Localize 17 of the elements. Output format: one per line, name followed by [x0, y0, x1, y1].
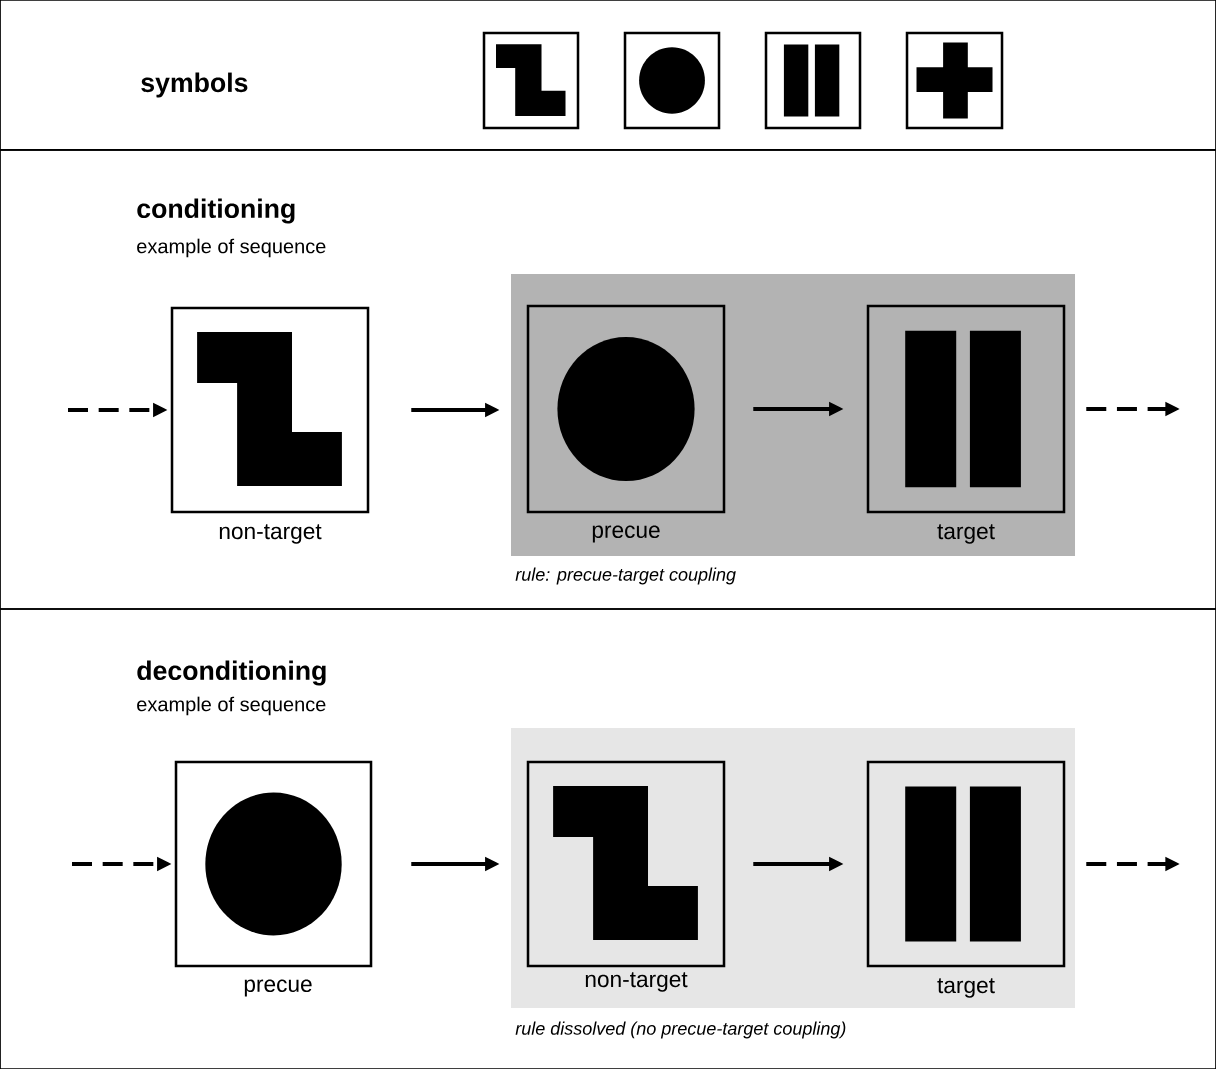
rule-note: rule: precue-target coupling [515, 567, 736, 585]
section-heading: symbols [141, 72, 248, 98]
section-heading: conditioning [137, 198, 295, 224]
symbol-box [764, 31, 862, 130]
stimulus-label: precue [592, 525, 660, 543]
symbol-box [623, 31, 721, 130]
stimulus-label: target [937, 978, 995, 998]
symbol-box [482, 31, 580, 130]
stimulus-label: target [937, 524, 995, 544]
rule-note: rule dissolved (no precue-target coupling) [515, 1021, 846, 1039]
symbol-box [905, 31, 1004, 130]
section-subtitle: example of sequence [137, 238, 326, 258]
stimulus-label: non-target [219, 524, 322, 544]
section-heading: deconditioning [137, 660, 326, 686]
stimulus-label: precue [244, 979, 312, 997]
stimulus-label: non-target [585, 972, 688, 992]
section-subtitle: example of sequence [137, 696, 326, 716]
